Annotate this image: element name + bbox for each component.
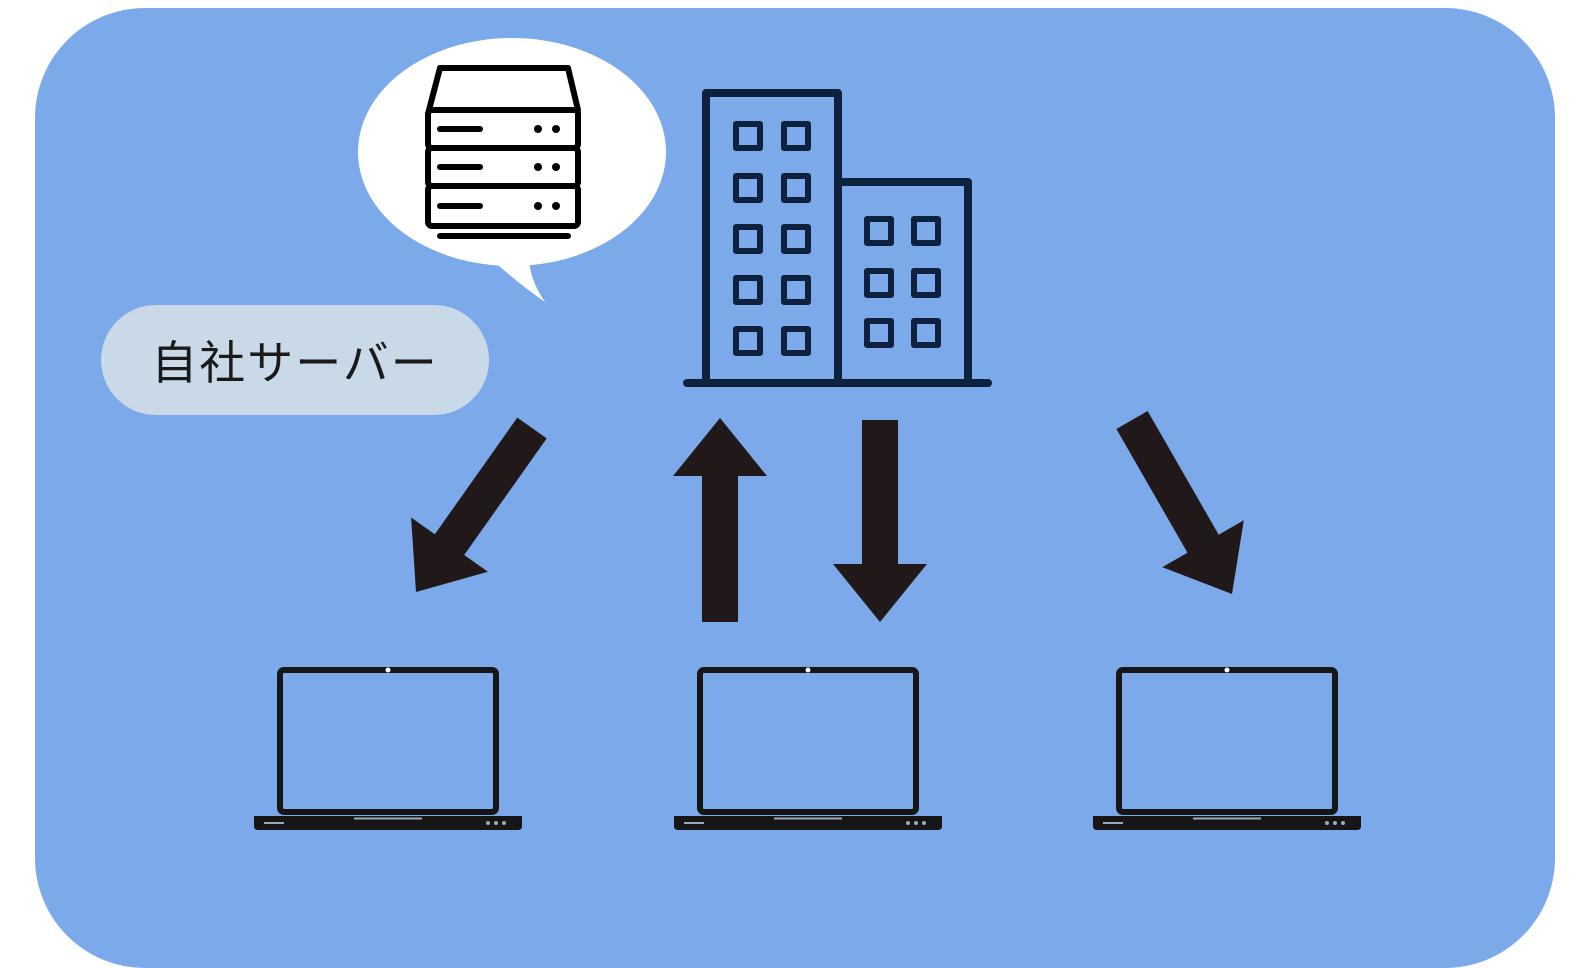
label-text: 自社サーバー	[151, 336, 439, 390]
building-window	[781, 121, 811, 151]
laptop-indicator	[1325, 821, 1329, 825]
server-unit	[425, 183, 581, 229]
server-rack-icon	[425, 65, 581, 239]
arrow-down	[833, 420, 927, 622]
office-building-icon	[683, 89, 992, 387]
arrow-down-left	[411, 417, 547, 592]
laptop-indicator	[906, 821, 910, 825]
server-led	[534, 202, 542, 210]
server-led	[552, 163, 560, 171]
laptop-screen	[277, 667, 499, 815]
laptop-camera	[385, 667, 391, 673]
building-window	[781, 173, 811, 203]
laptop-indicator	[1333, 821, 1337, 825]
diagram-canvas	[254, 38, 1361, 830]
building-window	[911, 268, 941, 298]
building-window	[733, 326, 763, 356]
laptop-camera	[1224, 667, 1230, 673]
building-tall	[702, 89, 842, 387]
server-led	[534, 125, 542, 133]
laptop-indicator	[486, 821, 490, 825]
building-window	[733, 173, 763, 203]
laptop-screen	[697, 667, 919, 815]
building-window	[781, 326, 811, 356]
laptop-base	[674, 816, 942, 830]
building-window	[864, 216, 894, 246]
laptop-indicator	[494, 821, 498, 825]
server-led	[534, 163, 542, 171]
building-window	[733, 224, 763, 254]
laptop-base	[254, 816, 522, 830]
speech-bubble-body	[358, 38, 666, 266]
laptop-left	[254, 667, 522, 830]
building-window	[864, 318, 894, 348]
laptop-base	[1093, 816, 1361, 830]
laptop-camera	[805, 667, 811, 673]
building-short	[834, 178, 972, 387]
arrow-down-right	[1116, 411, 1244, 594]
label-bubble: 自社サーバー	[101, 305, 489, 415]
laptop-indicator	[914, 821, 918, 825]
laptop-icon	[1093, 667, 1361, 830]
server-led	[552, 202, 560, 210]
laptop-indicator	[922, 821, 926, 825]
speech-bubble	[358, 38, 666, 302]
building-window	[911, 216, 941, 246]
building-window	[733, 121, 763, 151]
arrow-up	[673, 418, 767, 622]
server-led	[552, 125, 560, 133]
building-window	[864, 268, 894, 298]
laptop-icon	[254, 667, 522, 830]
building-window	[911, 318, 941, 348]
laptop-indicator	[502, 821, 506, 825]
building-window	[781, 224, 811, 254]
server-top-cap	[426, 65, 581, 113]
building-window	[733, 275, 763, 305]
diagram-panel: 自社サーバー	[35, 8, 1555, 968]
building-window	[781, 275, 811, 305]
laptop-screen	[1116, 667, 1338, 815]
laptop-indicator	[1341, 821, 1345, 825]
laptop-center	[674, 667, 942, 830]
laptop-icon	[674, 667, 942, 830]
laptop-right	[1093, 667, 1361, 830]
speech-bubble-tail	[490, 255, 545, 302]
